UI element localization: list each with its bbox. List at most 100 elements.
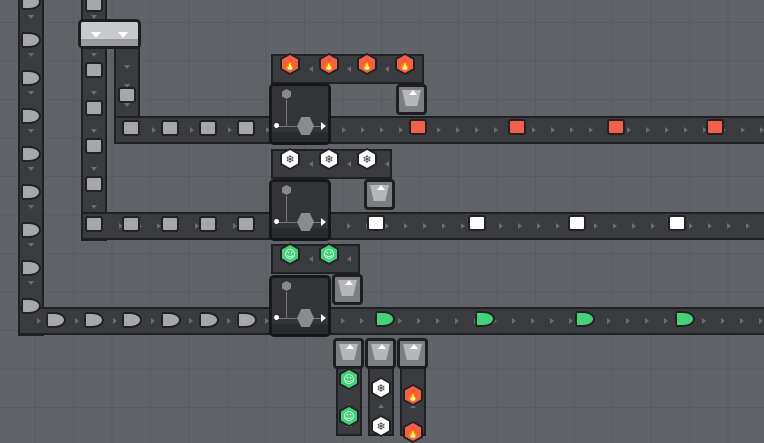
fire-icon: 🔥 (395, 53, 415, 75)
belt-arrow-icon (646, 127, 650, 133)
uncolored-square-shape (237, 216, 255, 232)
input-shape-icon (282, 281, 291, 291)
arrow-up-icon (345, 280, 353, 285)
snowflake-icon: ❄ (280, 148, 300, 170)
belt-arrow-icon (91, 205, 97, 209)
conveyor-belt[interactable] (81, 212, 764, 240)
belt-arrow-icon (493, 318, 497, 324)
balancer-splitter[interactable] (78, 19, 141, 49)
belt-arrow-icon (385, 161, 389, 167)
green-circle-shape (575, 311, 595, 327)
uncolored-square-shape (85, 216, 103, 232)
frog-icon: ☺ (339, 368, 359, 390)
belt-arrow-icon (398, 318, 402, 324)
uncolored-circle-shape (199, 312, 219, 328)
item-acceptor[interactable] (332, 274, 363, 305)
fire-icon: 🔥 (280, 53, 300, 75)
belt-arrow-icon (309, 256, 313, 262)
belt-arrow-icon (518, 223, 522, 229)
belt-arrow-icon (607, 318, 611, 324)
painter-machine[interactable] (269, 179, 331, 241)
belt-arrow-icon (28, 53, 34, 57)
belt-arrow-icon (746, 223, 750, 229)
item-acceptor[interactable] (365, 338, 396, 369)
belt-arrow-icon (91, 53, 97, 57)
hexagon-shape-icon (297, 213, 314, 231)
red-square-shape (607, 119, 625, 135)
green-circle-shape (375, 311, 395, 327)
belt-arrow-icon (360, 318, 364, 324)
item-acceptor[interactable] (397, 338, 428, 369)
belt-arrow-icon (189, 318, 193, 324)
uncolored-square-shape (85, 176, 103, 192)
belt-arrow-icon (28, 281, 34, 285)
snowflake-icon: ❄ (319, 148, 339, 170)
white-square-shape (568, 215, 586, 231)
uncolored-circle-shape (122, 312, 142, 328)
belt-arrow-icon (124, 84, 130, 88)
belt-arrow-icon (569, 318, 573, 324)
item-acceptor[interactable] (364, 179, 395, 210)
belt-arrow-icon (341, 318, 345, 324)
belt-arrow-icon (28, 91, 34, 95)
belt-arrow-icon (347, 66, 351, 72)
item-acceptor[interactable] (333, 338, 364, 369)
uncolored-square-shape (85, 62, 103, 78)
uncolored-square-shape (199, 120, 217, 136)
belt-arrow-icon (627, 127, 631, 133)
belt-arrow-icon (233, 223, 237, 229)
fire-icon: 🔥 (357, 53, 377, 75)
belt-arrow-icon (417, 318, 421, 324)
belt-arrow-icon (442, 223, 446, 229)
input-shape-icon (282, 89, 291, 99)
belt-arrow-icon (404, 223, 408, 229)
belt-arrow-icon (347, 161, 351, 167)
uncolored-square-shape (199, 216, 217, 232)
belt-arrow-icon (499, 223, 503, 229)
belt-arrow-icon (423, 223, 427, 229)
belt-arrow-icon (124, 103, 130, 107)
belt-arrow-icon (702, 318, 706, 324)
painter-machine[interactable] (269, 83, 331, 145)
uncolored-square-shape (161, 120, 179, 136)
belt-arrow-icon (91, 15, 97, 19)
belt-arrow-icon (309, 66, 313, 72)
snowflake-icon: ❄ (371, 377, 391, 399)
frog-icon: ☺ (280, 243, 300, 265)
belt-arrow-icon (532, 127, 536, 133)
belt-arrow-icon (645, 318, 649, 324)
uncolored-circle-shape (21, 0, 41, 10)
belt-arrow-icon (265, 318, 269, 324)
belt-arrow-icon (721, 318, 725, 324)
uncolored-circle-shape (237, 312, 257, 328)
uncolored-circle-shape (21, 32, 41, 48)
belt-arrow-icon (195, 223, 199, 229)
belt-arrow-icon (152, 127, 156, 133)
belt-arrow-icon (28, 15, 34, 19)
belt-arrow-icon (436, 318, 440, 324)
belt-arrow-icon (361, 127, 365, 133)
belt-arrow-icon (456, 127, 460, 133)
belt-arrow-icon (537, 223, 541, 229)
belt-arrow-icon (550, 318, 554, 324)
uncolored-square-shape (85, 100, 103, 116)
uncolored-square-shape (161, 216, 179, 232)
arrow-up-icon (378, 344, 386, 349)
arrow-up-icon (346, 344, 354, 349)
belt-arrow-icon (347, 256, 351, 262)
arrow-up-icon (410, 344, 418, 349)
belt-arrow-icon (28, 167, 34, 171)
belt-arrow-icon (570, 127, 574, 133)
belt-arrow-icon (75, 318, 79, 324)
item-acceptor[interactable] (396, 84, 427, 115)
belt-arrow-icon (28, 129, 34, 133)
belt-arrow-icon (151, 318, 155, 324)
uncolored-circle-shape (21, 260, 41, 276)
white-square-shape (367, 215, 385, 231)
input-shape-icon (282, 185, 291, 195)
painter-machine[interactable] (269, 275, 331, 337)
red-square-shape (409, 119, 427, 135)
belt-arrow-icon (708, 223, 712, 229)
belt-arrow-icon (190, 127, 194, 133)
red-square-shape (706, 119, 724, 135)
